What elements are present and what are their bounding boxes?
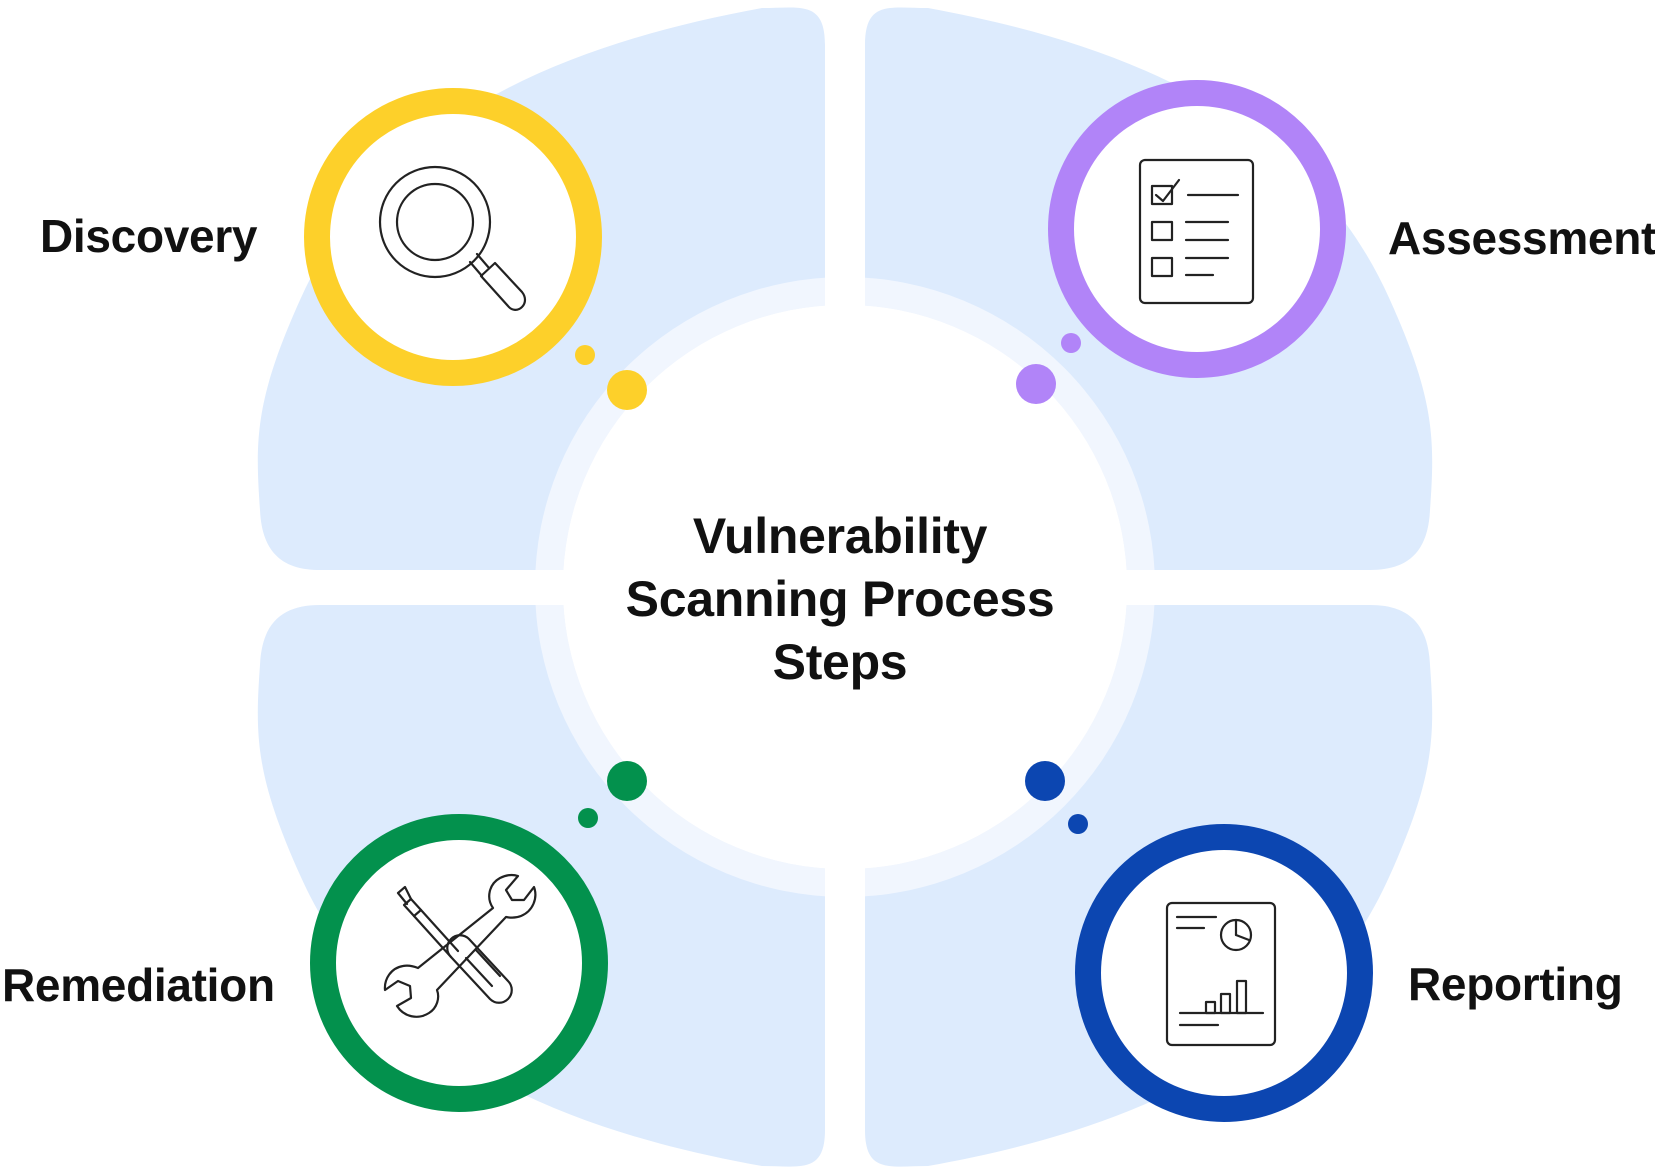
remediation-dot-large bbox=[607, 761, 647, 801]
discovery-dot-large bbox=[607, 370, 647, 410]
center-title-line-3: Steps bbox=[772, 634, 908, 690]
assessment-dot-small bbox=[1061, 333, 1081, 353]
discovery-dot-small bbox=[575, 345, 595, 365]
tools-icon bbox=[383, 873, 537, 1018]
checklist-icon bbox=[1138, 158, 1255, 305]
assessment-dot-large bbox=[1016, 364, 1056, 404]
remediation-circle bbox=[310, 814, 608, 1112]
reporting-dot-large bbox=[1025, 761, 1065, 801]
step-label-reporting: Reporting bbox=[1408, 958, 1623, 1010]
assessment-circle bbox=[1048, 80, 1346, 378]
discovery-circle bbox=[304, 88, 602, 386]
center-title-line-2: Scanning Process bbox=[625, 571, 1055, 627]
report-icon bbox=[1165, 901, 1277, 1047]
remediation-dot-small bbox=[578, 808, 598, 828]
step-label-discovery: Discovery bbox=[40, 210, 258, 262]
center-disc-cover bbox=[563, 305, 1127, 869]
magnifier-icon bbox=[378, 165, 527, 311]
reporting-circle bbox=[1075, 824, 1373, 1122]
center-title: Vulnerability Scanning Process Steps bbox=[560, 505, 1120, 694]
step-label-assessment: Assessment bbox=[1388, 212, 1655, 264]
step-label-remediation: Remediation bbox=[2, 959, 275, 1011]
reporting-dot-small bbox=[1068, 814, 1088, 834]
center-title-line-1: Vulnerability bbox=[692, 508, 988, 564]
connector-dots bbox=[575, 333, 1088, 834]
